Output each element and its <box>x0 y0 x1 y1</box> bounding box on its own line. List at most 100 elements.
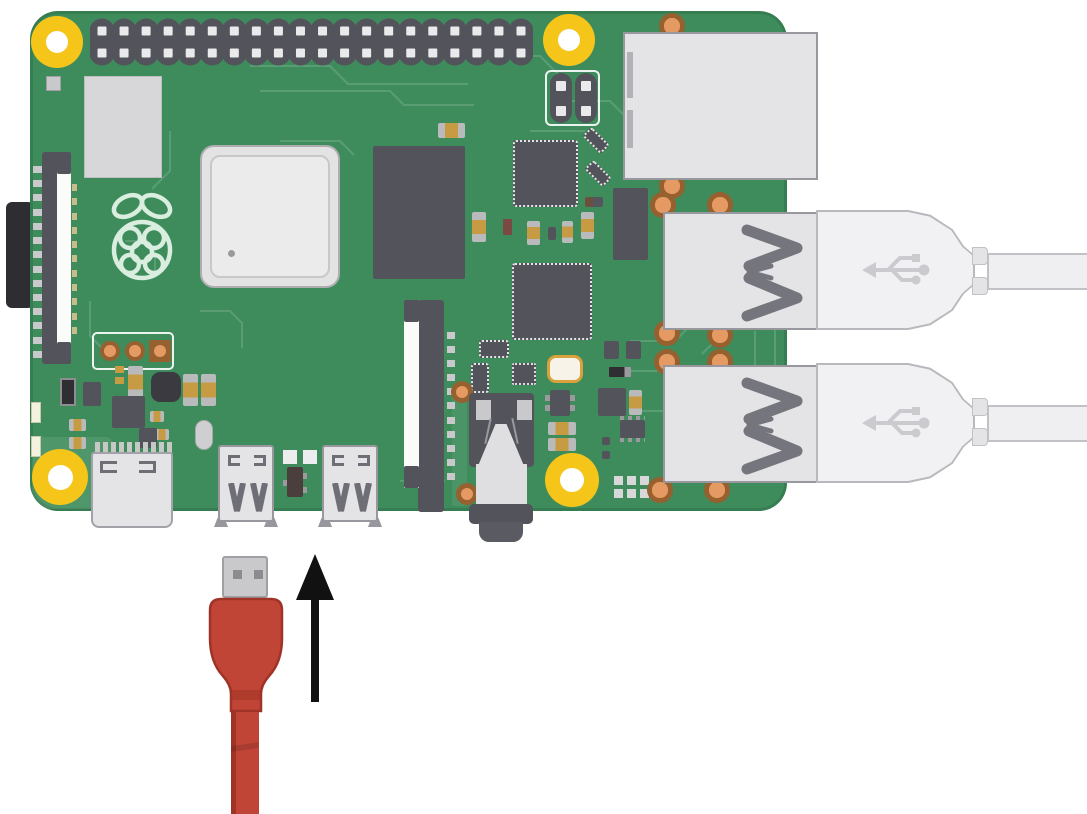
smd-component <box>585 197 603 207</box>
transistor <box>287 467 303 497</box>
capacitor <box>155 429 169 440</box>
gpio-header <box>90 18 533 66</box>
soc-lid <box>210 155 330 278</box>
camera-ribbon-slot <box>404 320 419 488</box>
pin-contact <box>581 81 591 91</box>
usb-c-contact <box>100 461 117 473</box>
usb-c-pins <box>95 442 172 453</box>
audio-jack-flange <box>469 504 533 524</box>
wireless-module <box>84 76 162 178</box>
led <box>31 436 41 457</box>
smd-component <box>60 378 76 406</box>
usb-controller-chip <box>513 140 578 207</box>
hdmi-tip-contact <box>254 570 263 579</box>
ic-legs <box>620 416 645 420</box>
jumper-pin-hole <box>154 345 166 357</box>
microsd-card <box>6 202 34 308</box>
ic-legs <box>620 438 645 442</box>
transistor-leg <box>283 480 288 486</box>
usb-logo-icon <box>862 254 930 285</box>
soc-pin1-dot <box>228 250 235 257</box>
usb-plug-neck <box>972 398 988 416</box>
poe-header-pin <box>575 73 597 123</box>
usb-logo-icon <box>862 407 930 438</box>
capacitor <box>438 123 465 138</box>
usb-cable <box>987 253 1087 290</box>
ethernet-led-slot <box>627 52 633 98</box>
capacitor <box>581 212 594 239</box>
capacitor <box>150 411 164 422</box>
port-foot <box>264 518 278 527</box>
port-foot <box>214 518 228 527</box>
capacitor <box>201 374 216 406</box>
poe-header-pin <box>550 73 572 123</box>
ethernet-port <box>623 32 818 180</box>
transistor-leg <box>545 405 550 411</box>
audio-jack-tip <box>479 522 523 542</box>
micro-hdmi-port-0 <box>218 445 274 522</box>
camera-connector <box>418 300 444 512</box>
ethernet-magnetics <box>613 188 648 260</box>
hdmi-pins <box>228 483 268 512</box>
capacitor <box>548 438 576 451</box>
smd-component <box>83 382 101 406</box>
capacitor <box>69 419 86 431</box>
usb-plug-neck <box>972 247 988 265</box>
capacitor <box>562 221 573 243</box>
usb-plug-neck <box>972 428 988 446</box>
capacitor <box>195 420 213 450</box>
smd-component <box>602 437 610 445</box>
smd-component <box>303 450 317 464</box>
port-foot <box>368 518 382 527</box>
usb-plug <box>818 365 973 481</box>
smd-chip <box>479 340 509 358</box>
audio-jack-tab <box>476 400 491 420</box>
ethernet-led-slot <box>627 110 633 148</box>
ram-chip <box>373 146 465 279</box>
led <box>31 402 41 423</box>
jumper-pin <box>149 340 171 362</box>
transistor-leg <box>570 395 575 401</box>
mounting-hole <box>543 14 595 66</box>
board-highlight <box>452 386 467 506</box>
test-pads <box>614 476 649 498</box>
usb-port-contacts <box>741 224 803 322</box>
camera-connector-cap <box>404 466 419 488</box>
display-connector-contacts <box>72 184 77 334</box>
display-connector-pins <box>33 166 42 358</box>
soc-chip <box>200 145 340 288</box>
raspberry-pi-logo-icon <box>111 192 173 281</box>
port-foot <box>318 518 332 527</box>
ethernet-controller-chip <box>512 263 592 340</box>
display-connector-cap <box>57 342 71 364</box>
usb-c-power-port <box>91 452 173 528</box>
smd-component <box>626 341 641 359</box>
smd-component <box>503 219 512 235</box>
mounting-hole <box>31 16 83 68</box>
mounting-hole <box>32 449 88 505</box>
transistor-leg <box>302 473 307 479</box>
capacitor <box>548 422 576 435</box>
hdmi-contact <box>254 455 266 466</box>
audio-jack-barrel <box>476 464 527 506</box>
smd-component <box>598 388 626 416</box>
usb-cable <box>987 405 1087 442</box>
usb-c-contact <box>139 461 156 473</box>
pin-contact <box>556 106 566 116</box>
smd-component <box>283 450 297 464</box>
solder-pad <box>456 483 478 505</box>
micro-hdmi-port-1 <box>322 445 378 522</box>
smd-component <box>115 377 124 384</box>
hdmi-cable-tip <box>222 556 268 598</box>
antenna-chip <box>46 76 61 91</box>
jumper-pin <box>125 341 145 361</box>
capacitor <box>527 221 540 245</box>
pin-contact <box>556 81 566 91</box>
hdmi-cable-wire <box>231 712 259 814</box>
smd-chip <box>620 420 645 438</box>
display-ribbon-slot <box>57 172 71 344</box>
smd-chip <box>512 363 536 385</box>
usb-port <box>663 212 820 330</box>
transistor-leg <box>302 487 307 493</box>
